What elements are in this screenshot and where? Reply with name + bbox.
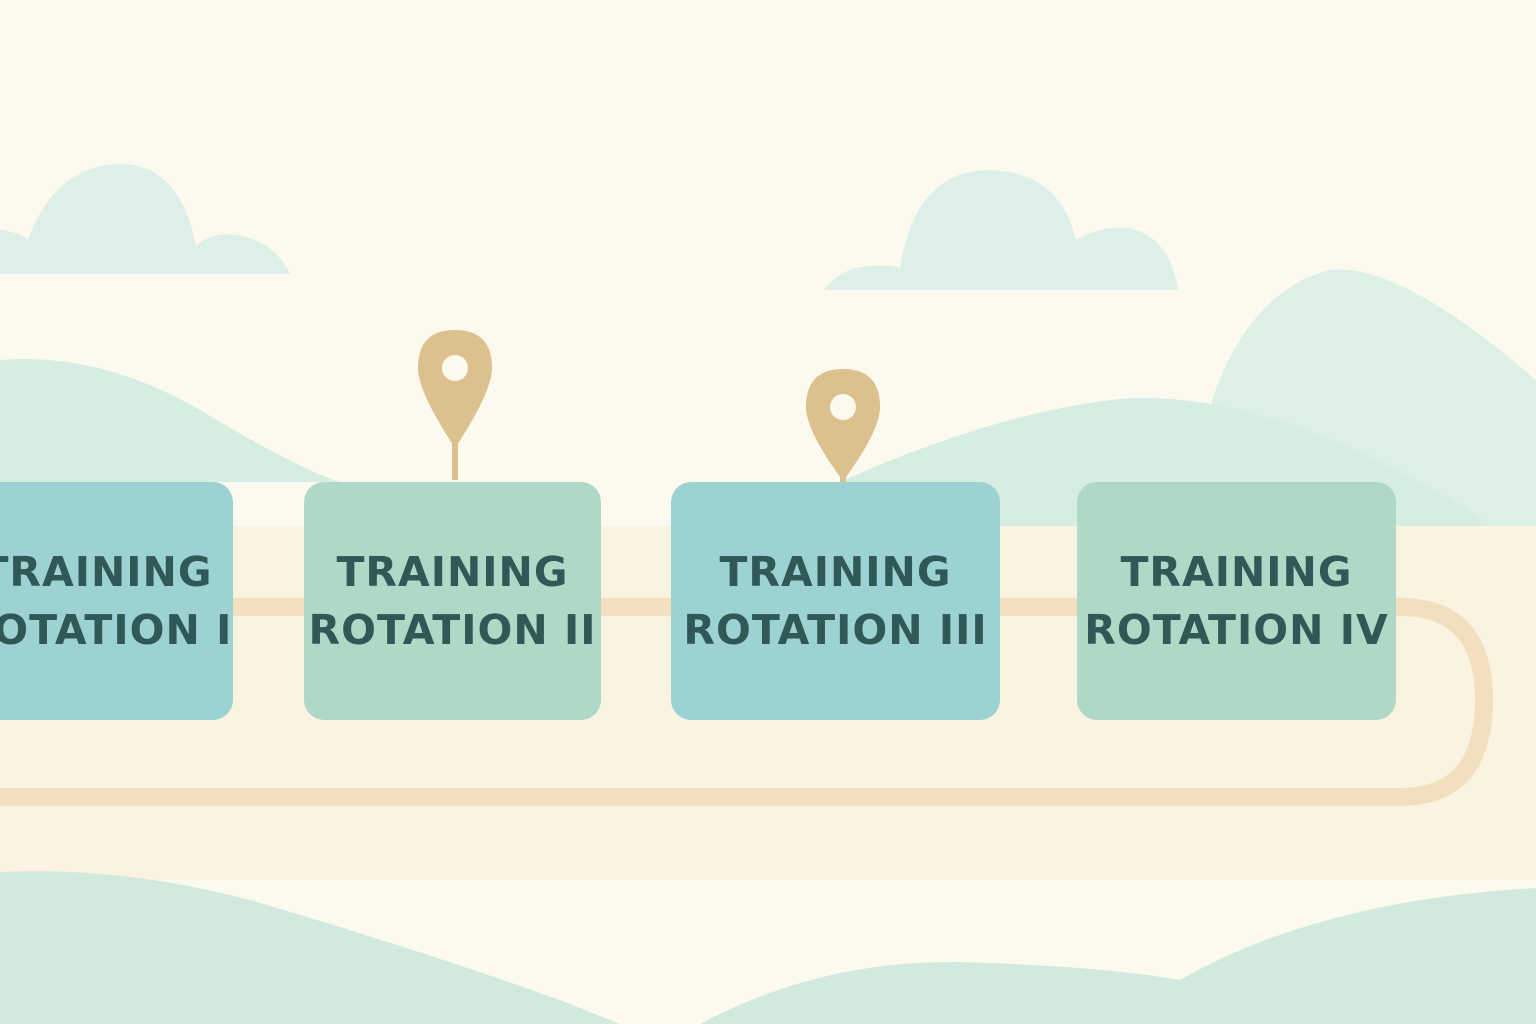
rotation-number: ROTATION I: [0, 606, 233, 654]
rotation-number: ROTATION II: [308, 606, 597, 654]
rotation-number: ROTATION IV: [1084, 606, 1389, 654]
rotation-title: TRAINING: [0, 548, 213, 596]
rotation-title: TRAINING: [719, 548, 952, 596]
rotation-title: TRAINING: [1120, 548, 1353, 596]
location-pin-icon: [806, 369, 880, 493]
rotation-box-3: TRAINING ROTATION III: [671, 482, 1000, 720]
rotation-number: ROTATION III: [683, 606, 988, 654]
location-pin-icon: [418, 330, 492, 480]
rotation-path: [0, 598, 1494, 806]
cloud-icon: [0, 164, 290, 274]
rotation-box-1: TRAINING ROTATION I: [0, 482, 233, 720]
rotation-box-2: TRAINING ROTATION II: [304, 482, 601, 720]
hill-icon: [0, 871, 620, 1024]
rotation-title: TRAINING: [336, 548, 569, 596]
hill-icon: [0, 359, 340, 482]
hill-icon: [700, 888, 1536, 1024]
cloud-icon: [824, 170, 1178, 290]
rotation-box-4: TRAINING ROTATION IV: [1077, 482, 1396, 720]
